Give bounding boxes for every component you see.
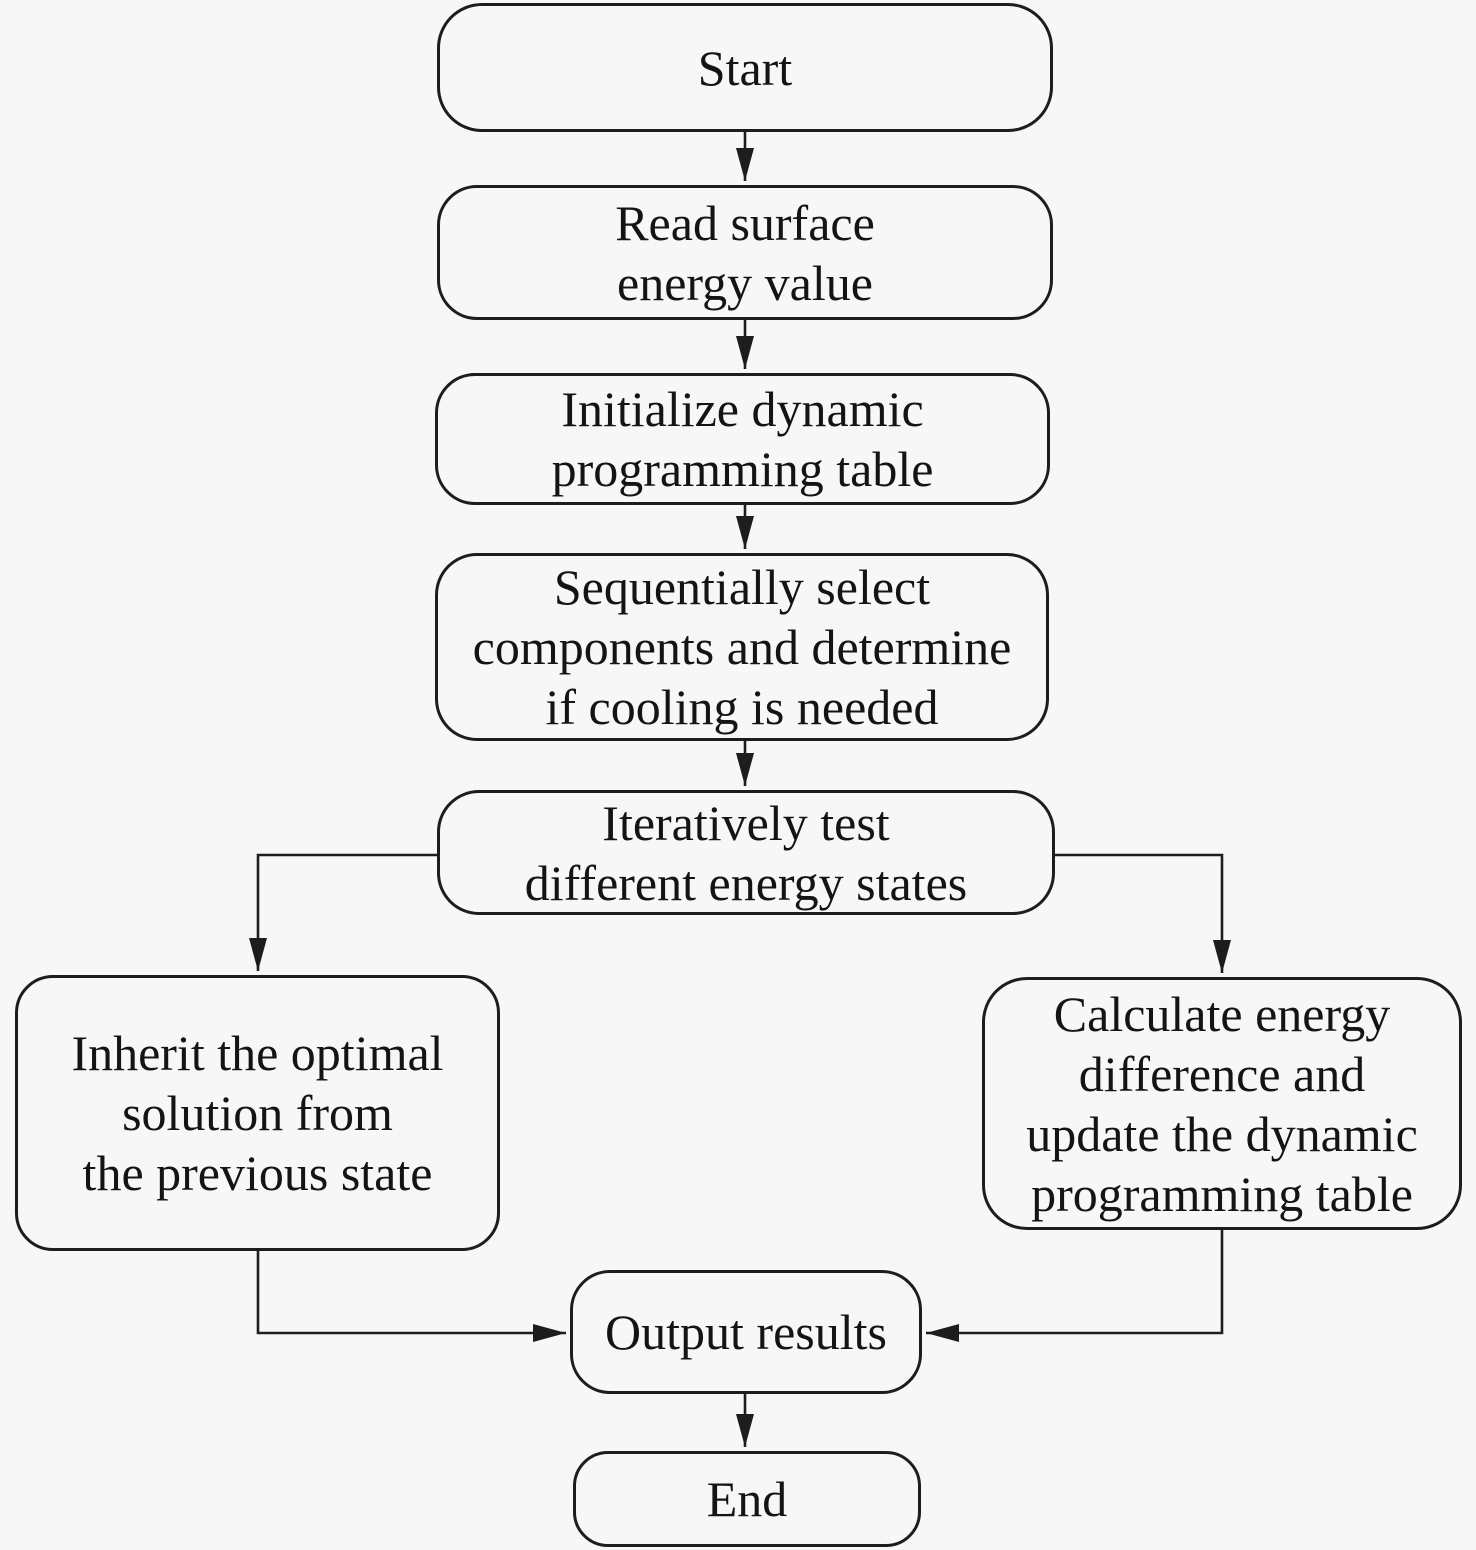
flow-node-output-results: Output results [570, 1270, 922, 1394]
flow-node-start: Start [437, 3, 1053, 132]
flow-node-initialize-dp-table: Initialize dynamic programming table [435, 373, 1050, 505]
flow-node-inherit-optimal-solution: Inherit the optimal solution from the pr… [15, 975, 500, 1251]
edge-inherit-to-output-arrow [256, 1250, 566, 1342]
flow-node-iterate-energy-states: Iteratively test different energy states [437, 790, 1055, 915]
edge-iterate-to-inherit-arrow [249, 853, 439, 971]
flow-node-read-surface-energy: Read surface energy value [437, 185, 1053, 320]
flow-node-end: End [573, 1451, 921, 1547]
flow-node-select-components: Sequentially select components and deter… [435, 553, 1049, 741]
flow-node-calculate-energy-difference: Calculate energy difference and update t… [982, 977, 1462, 1230]
edge-iterate-to-calculate-arrow [1053, 853, 1231, 973]
edge-calculate-to-output-arrow [926, 1229, 1224, 1342]
